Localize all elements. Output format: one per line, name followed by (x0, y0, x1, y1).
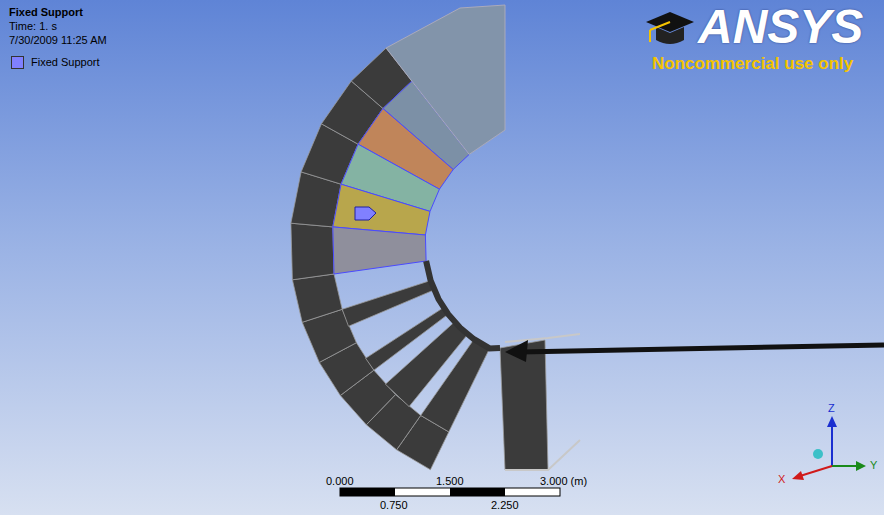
fixed-support-marker (355, 207, 376, 220)
legend-text: Fixed Support (31, 56, 99, 69)
scale-value: 3.000 (m) (540, 475, 587, 488)
logo-text: ANSYS (698, 0, 863, 54)
scale-value: 0.000 (326, 475, 354, 488)
date-stamp: 7/30/2009 11:25 AM (9, 34, 107, 47)
pointer-arrow (520, 345, 884, 352)
axis-label: Y (870, 459, 877, 472)
scale-value: 2.250 (491, 499, 519, 512)
axis-label: X (778, 473, 785, 486)
inner-rail (426, 261, 500, 348)
axis-label: Z (828, 402, 835, 415)
time-stamp: Time: 1. s (9, 20, 57, 33)
legend-swatch (11, 56, 24, 69)
scale-value: 1.500 (436, 475, 464, 488)
flange (505, 334, 580, 470)
panels (333, 5, 505, 274)
axis-triad (792, 416, 866, 480)
logo-cap (646, 12, 694, 44)
scale-bar (340, 488, 560, 496)
scale-value: 0.750 (380, 499, 408, 512)
view-title: Fixed Support (9, 6, 83, 19)
pointer-arrowhead (505, 340, 528, 362)
watermark: Noncommercial use only (652, 54, 853, 74)
